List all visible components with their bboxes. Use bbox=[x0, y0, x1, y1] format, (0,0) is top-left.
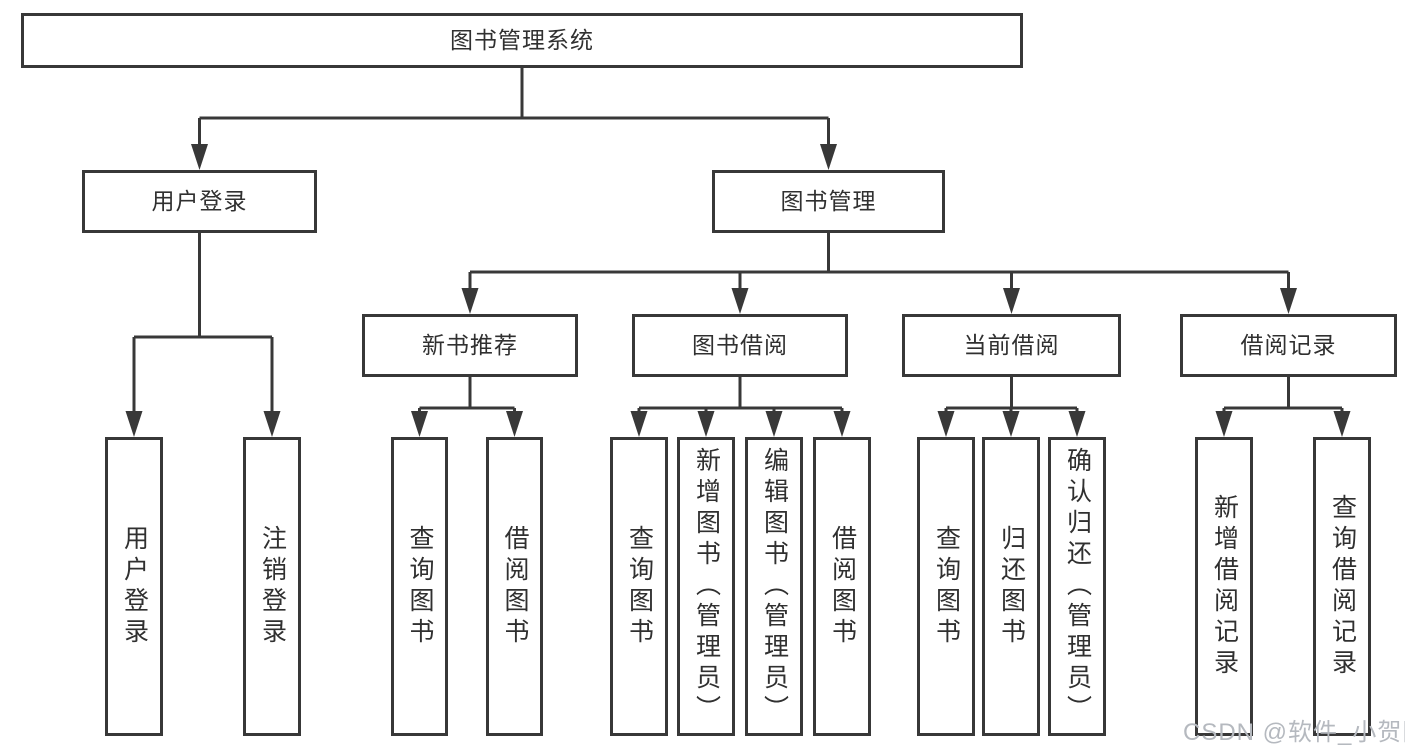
leaf-borrow-books: 借阅图书 bbox=[813, 437, 871, 736]
node-book-borrow: 图书借阅 bbox=[632, 314, 848, 377]
node-current-borrow: 当前借阅 bbox=[902, 314, 1121, 377]
leaf-user-login: 用户登录 bbox=[105, 437, 163, 736]
leaf-query-borrow-record: 查询借阅记录 bbox=[1313, 437, 1371, 736]
leaf-query-books: 查询图书 bbox=[610, 437, 668, 736]
leaf-add-borrow-record: 新增借阅记录 bbox=[1195, 437, 1253, 736]
leaf-query-books: 查询图书 bbox=[391, 437, 448, 736]
arrowheads bbox=[125, 144, 1351, 437]
node-user-login: 用户登录 bbox=[82, 170, 317, 233]
csdn-watermark: CSDN @软件_小贺同学 bbox=[1183, 719, 1405, 746]
leaf-logout: 注销登录 bbox=[243, 437, 301, 736]
tree-edges bbox=[132, 68, 1344, 413]
leaf-borrow-books: 借阅图书 bbox=[486, 437, 543, 736]
leaf-confirm-return-admin: 确认归还（管理员） bbox=[1048, 437, 1106, 736]
node-library-management-system: 图书管理系统 bbox=[21, 13, 1023, 68]
node-borrow-records: 借阅记录 bbox=[1180, 314, 1397, 377]
leaf-query-books: 查询图书 bbox=[917, 437, 975, 736]
leaf-return-books: 归还图书 bbox=[982, 437, 1040, 736]
leaf-edit-books-admin: 编辑图书（管理员） bbox=[745, 437, 803, 736]
node-new-book-recommend: 新书推荐 bbox=[362, 314, 578, 377]
node-book-management: 图书管理 bbox=[712, 170, 945, 233]
leaf-add-books-admin: 新增图书（管理员） bbox=[677, 437, 735, 736]
